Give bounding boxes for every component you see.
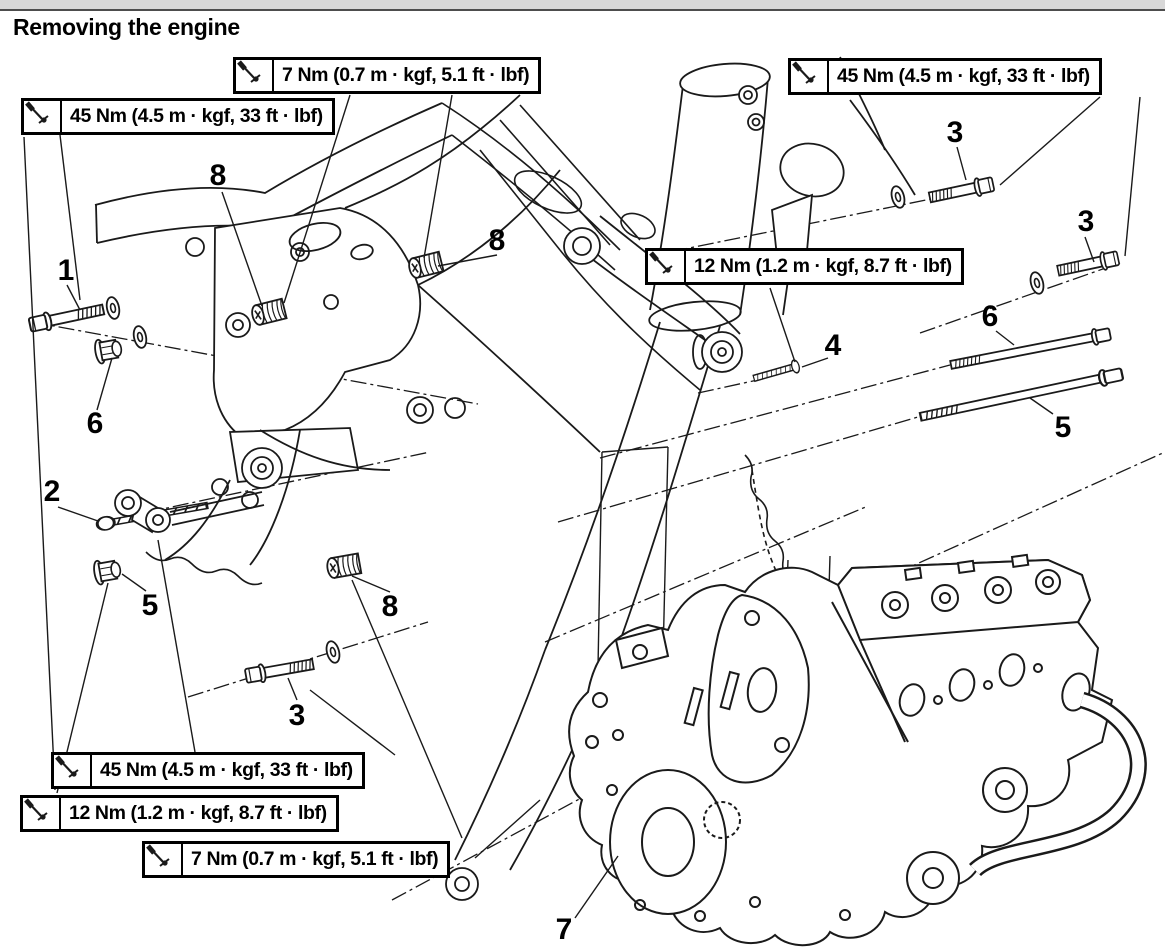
fasteners xyxy=(27,174,1125,686)
nut-6-left xyxy=(92,335,125,366)
torque-value: 45 Nm (4.5 m · kgf, 33 ft · lbf) xyxy=(70,105,323,127)
torque-callout-top-right-45nm: 45 Nm (4.5 m · kgf, 33 ft · lbf) xyxy=(788,58,1102,95)
engine xyxy=(568,553,1147,947)
part-label-5-right: 5 xyxy=(1054,411,1072,444)
part-label-3-bottom: 3 xyxy=(288,699,306,732)
frame-gusset xyxy=(441,102,701,391)
torque-wrench-icon xyxy=(145,844,183,875)
torque-wrench-icon xyxy=(24,101,62,132)
bolt-3-right-a xyxy=(927,174,996,208)
part-label-5-left: 5 xyxy=(141,589,159,622)
torque-value: 45 Nm (4.5 m · kgf, 33 ft · lbf) xyxy=(100,759,353,781)
part-label-6-right: 6 xyxy=(981,300,999,333)
part-label-6-left: 6 xyxy=(86,407,104,440)
torque-value: 45 Nm (4.5 m · kgf, 33 ft · lbf) xyxy=(837,65,1090,87)
torque-wrench-icon xyxy=(54,755,92,786)
part-label-3-right-a: 3 xyxy=(946,116,964,149)
bolt-3-bottom xyxy=(243,654,316,686)
nut-5-left xyxy=(91,556,124,587)
torque-callout-bottom-7nm: 7 Nm (0.7 m · kgf, 5.1 ft · lbf) xyxy=(142,841,451,878)
part-label-7: 7 xyxy=(555,913,573,946)
part-label-2: 2 xyxy=(43,475,61,508)
swingarm xyxy=(563,215,743,373)
part-label-4: 4 xyxy=(824,329,842,362)
torque-callout-bottom-12nm: 12 Nm (1.2 m · kgf, 8.7 ft · lbf) xyxy=(20,795,339,832)
torque-callout-bottom-45nm: 45 Nm (4.5 m · kgf, 33 ft · lbf) xyxy=(51,752,365,789)
torque-value: 7 Nm (0.7 m · kgf, 5.1 ft · lbf) xyxy=(191,848,439,870)
part-label-3-right-b: 3 xyxy=(1077,205,1095,238)
torque-wrench-icon xyxy=(791,61,829,92)
page-top-bar xyxy=(0,0,1165,11)
bolt-6-long xyxy=(948,325,1113,374)
part-label-8c: 8 xyxy=(381,590,399,623)
frame-section xyxy=(94,94,601,566)
screw-4 xyxy=(751,358,802,386)
torque-wrench-icon xyxy=(648,251,686,282)
torque-value: 12 Nm (1.2 m · kgf, 8.7 ft · lbf) xyxy=(694,255,952,277)
part-label-1: 1 xyxy=(57,254,75,287)
part-label-8a: 8 xyxy=(209,159,227,192)
bolt-3-right-b xyxy=(1055,248,1121,281)
torque-wrench-icon xyxy=(23,798,61,829)
torque-callout-top-left-45nm: 45 Nm (4.5 m · kgf, 33 ft · lbf) xyxy=(21,98,335,135)
torque-callout-mid-right-12nm: 12 Nm (1.2 m · kgf, 8.7 ft · lbf) xyxy=(645,248,964,285)
part-label-8b: 8 xyxy=(488,224,506,257)
bolt-5-long xyxy=(917,365,1125,426)
torque-callout-top-7nm: 7 Nm (0.7 m · kgf, 5.1 ft · lbf) xyxy=(233,57,542,94)
torque-value: 7 Nm (0.7 m · kgf, 5.1 ft · lbf) xyxy=(282,64,530,86)
mount-link xyxy=(114,478,265,534)
page-title: Removing the engine xyxy=(13,14,240,40)
adjuster-8c xyxy=(324,552,363,580)
torque-value: 12 Nm (1.2 m · kgf, 8.7 ft · lbf) xyxy=(69,802,327,824)
torque-wrench-icon xyxy=(236,60,274,91)
